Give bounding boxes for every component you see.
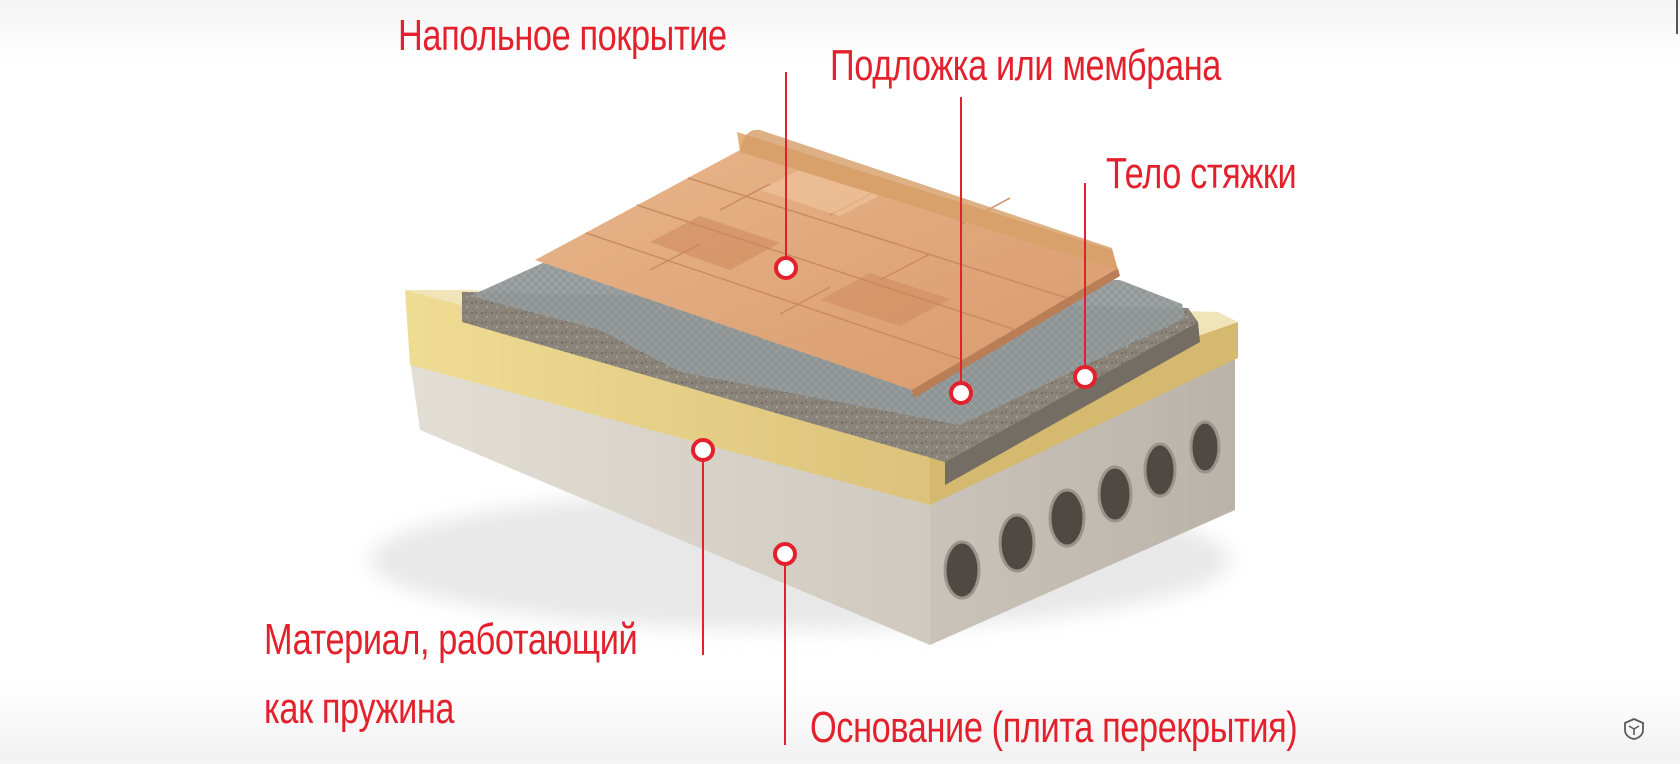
leader-lines [702, 72, 1086, 745]
hollow-core [998, 513, 1036, 573]
hollow-core [1189, 420, 1221, 474]
label-spring-line1: Материал, работающий [264, 615, 638, 664]
skirting-board-profile [740, 129, 1118, 270]
slab-left-side [410, 360, 930, 645]
slab-hollow-cores [943, 420, 1221, 600]
scroll-indicator [1676, 0, 1678, 34]
label-underlay: Подложка или мембрана [830, 41, 1221, 90]
insulation-side [405, 290, 930, 505]
marker-spring [691, 438, 715, 462]
hollow-core [1097, 465, 1133, 523]
marker-base [773, 542, 797, 566]
wood-flooring [535, 129, 1120, 398]
label-flooring: Напольное покрытие [398, 11, 727, 60]
insulation-front [930, 322, 1238, 505]
wood-tile-light [760, 164, 890, 216]
wood-tile-dark [820, 273, 950, 326]
wood-tile-dark [650, 216, 780, 270]
marker-screed [1073, 365, 1097, 389]
label-screed: Тело стяжки [1106, 149, 1297, 198]
wood-edge [912, 268, 1120, 398]
label-base: Основание (плита перекрытия) [810, 703, 1298, 752]
markers [691, 256, 1097, 566]
marker-flooring [774, 256, 798, 280]
channel-logo-icon [1624, 718, 1644, 740]
slab-front-face [930, 355, 1235, 645]
hollow-core [1143, 442, 1177, 498]
label-spring-line2: как пружина [264, 684, 455, 733]
hollow-core [1048, 488, 1086, 548]
hollow-core [943, 540, 981, 600]
marker-underlay [949, 381, 973, 405]
screed-front [945, 322, 1200, 485]
wood-top [535, 150, 1118, 390]
base-slab [410, 355, 1235, 645]
